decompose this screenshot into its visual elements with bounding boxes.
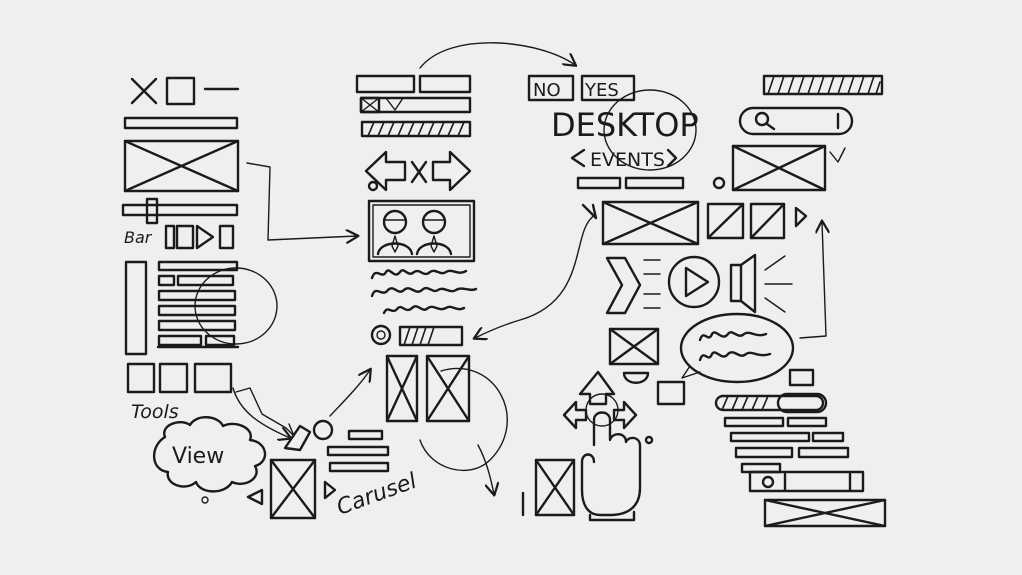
curved-arrow: [246, 162, 357, 240]
events-link[interactable]: EVENTS: [570, 148, 678, 171]
search-field[interactable]: [738, 106, 854, 136]
image-placeholder: [385, 354, 471, 423]
highlight-circle: [603, 89, 697, 171]
hand-pointer-icon[interactable]: [562, 370, 654, 522]
bar-label: Bar: [124, 228, 153, 247]
tools-placeholders: Tools: [126, 362, 233, 423]
image-placeholder: [608, 327, 660, 384]
image-placeholder: [521, 458, 576, 517]
close-icon[interactable]: [410, 160, 428, 184]
yes-label: YES: [584, 80, 619, 101]
curved-arrow: [419, 368, 508, 472]
arrow-right-icon[interactable]: [431, 150, 472, 192]
x-bottom-right-placeholders: [714, 368, 887, 528]
media-player: [605, 253, 793, 315]
sidebar-list-placeholder: [124, 260, 278, 356]
yes-button[interactable]: YES: [580, 74, 636, 102]
x-top-left-placeholders: [576, 176, 808, 246]
window-controls: [130, 76, 240, 106]
close-icon[interactable]: [130, 77, 158, 105]
header-placeholders: [355, 74, 472, 138]
carousel-label: Carusel: [334, 469, 421, 521]
curved-arrow: [799, 222, 826, 339]
arrow-left-icon[interactable]: [364, 150, 407, 192]
curved-arrow: [232, 387, 290, 438]
people-photo-icon: [367, 199, 476, 263]
text-scribbles: [370, 269, 478, 315]
play-icon[interactable]: [667, 255, 721, 309]
cloud-icon: View: [152, 416, 267, 504]
curved-arrow: [477, 444, 494, 494]
maximize-icon[interactable]: [165, 76, 196, 106]
desktop-label: DESKTOP: [551, 106, 699, 144]
search-icon: [754, 111, 776, 131]
events-label: EVENTS: [590, 149, 665, 171]
image-placeholder: [123, 139, 240, 193]
x-top-right-placeholders: [731, 74, 884, 192]
no-button[interactable]: NO: [527, 74, 575, 102]
no-label: NO: [533, 80, 561, 101]
tools-label: Tools: [131, 401, 179, 423]
view-label: View: [172, 444, 224, 469]
bar-row: Bar: [124, 224, 235, 250]
speech-bubble: [656, 312, 795, 406]
carousel-placeholder: Carusel: [246, 419, 421, 521]
choice-buttons: NO YES: [527, 74, 636, 102]
curved-arrow: [235, 387, 295, 437]
slider-control[interactable]: [121, 197, 239, 225]
curved-arrow: [419, 42, 575, 69]
title-bar-placeholder: [123, 116, 239, 130]
curved-arrow: [329, 370, 370, 417]
gallery-nav: [364, 150, 472, 192]
curved-arrow: [475, 214, 596, 338]
progress-control: [370, 324, 464, 347]
speaker-icon[interactable]: [729, 253, 793, 314]
